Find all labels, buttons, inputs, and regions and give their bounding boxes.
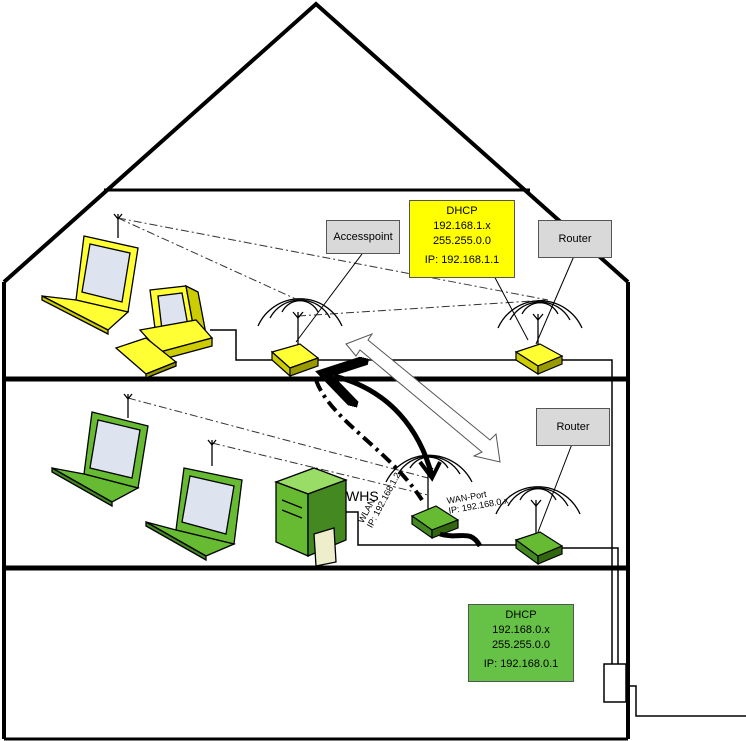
router-device-top [514,343,564,376]
dhcp-top-title: DHCP [446,205,478,217]
dhcp-box-top: DHCP 192.168.1.x 255.255.0.0 IP: 192.168… [409,200,515,278]
laptop-green-2 [145,467,243,562]
connection-box [603,663,627,703]
dhcp-top-mask: 255.255.0.0 [432,235,492,247]
dhcp-top-ip: IP: 192.168.1.1 [424,254,500,266]
router-label-middle: Router [536,408,610,446]
link-arrow [334,376,435,477]
dhcp-bottom-title: DHCP [505,609,537,621]
accesspoint-device-middle [410,505,460,540]
whs-label: WHS [346,488,379,504]
double-arrow [345,332,501,463]
dhcp-box-bottom: DHCP 192.168.0.x 255.255.0.0 IP: 192.168… [468,604,574,682]
desktop-yellow [114,284,214,379]
accesspoint-device [270,343,320,378]
wan-cable [439,531,483,548]
whs-server [274,467,348,567]
external-cable [560,359,746,717]
dhcp-bottom-mask: 255.255.0.0 [491,639,551,651]
dhcp-bottom-ip: IP: 192.168.0.1 [483,658,559,670]
dhcp-bottom-range: 192.168.0.x [492,624,550,636]
wifi-arcs [257,298,583,515]
accesspoint-label: Accesspoint [326,220,400,254]
router-device-middle [514,531,564,566]
dhcp-top-range: 192.168.1.x [433,220,491,232]
wireless-links-upper [117,217,549,496]
laptop-green-1 [51,411,149,508]
router-label-top: Router [538,220,612,258]
laptop-yellow [41,235,139,336]
label-pointers [295,253,575,533]
link-arrow-head-bottom [418,460,442,482]
